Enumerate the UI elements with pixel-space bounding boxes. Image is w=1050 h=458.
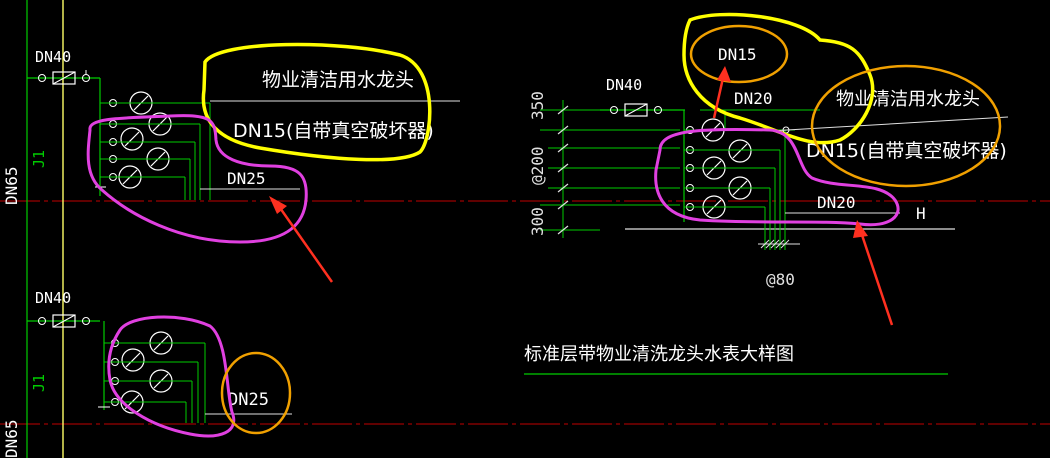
riser-id-label-top: J1 bbox=[30, 150, 48, 168]
callout-text-faucet: 物业清洁用水龙头 bbox=[262, 69, 414, 91]
dim-slash bbox=[760, 239, 770, 249]
dim-slash bbox=[557, 125, 569, 135]
highlight-magenta-loop-left-top bbox=[86, 114, 308, 244]
water-meter-diagonal bbox=[52, 314, 76, 328]
valve-icon bbox=[38, 317, 46, 325]
riser-size-label-bottom: DN65 bbox=[2, 419, 21, 458]
dim-slash bbox=[557, 200, 569, 210]
highlight-orange-circle-dn15 bbox=[689, 24, 789, 84]
dim-slash bbox=[557, 183, 569, 193]
axis-lines bbox=[0, 200, 1050, 425]
highlight-yellow-ellipse-left bbox=[201, 42, 432, 162]
dim-slash bbox=[557, 105, 569, 115]
red-arrow-right-bottom bbox=[853, 220, 894, 326]
water-meter-diagonal bbox=[624, 103, 648, 117]
water-meter-icon bbox=[52, 71, 76, 85]
red-arrow-left bbox=[269, 196, 334, 283]
left-risers bbox=[26, 0, 64, 458]
valve-icon bbox=[82, 74, 90, 82]
pipe-size-dn25-bottom: DN25 bbox=[228, 390, 269, 410]
meter-group bbox=[120, 331, 173, 414]
valve-icon bbox=[654, 106, 662, 114]
dim-slashes bbox=[557, 105, 569, 235]
dim-slash bbox=[557, 225, 569, 235]
valve-icon bbox=[610, 106, 618, 114]
water-meter-icon bbox=[52, 314, 76, 328]
meter-needle bbox=[732, 143, 748, 159]
pipe-size-dn40-bottom: DN40 bbox=[35, 289, 71, 307]
pipe-size-dn40-right: DN40 bbox=[606, 76, 642, 94]
highlight-orange-ellipse-callout bbox=[810, 64, 1002, 188]
dim-slash bbox=[770, 239, 780, 249]
dimension-ladder bbox=[540, 100, 680, 238]
highlight-orange-circle-dn25 bbox=[220, 351, 292, 435]
callout-text-faucet-right: 物业清洁用水龙头 bbox=[836, 89, 980, 110]
meter-needle bbox=[124, 131, 140, 147]
arrow-head bbox=[269, 196, 287, 214]
dim-slash bbox=[775, 239, 785, 249]
drawing-title: 标准层带物业清洗龙头水表大样图 bbox=[524, 344, 794, 365]
dim-label-350: 350 bbox=[528, 91, 547, 120]
pipe-size-dn20-lower: DN20 bbox=[817, 193, 856, 212]
dim-slash bbox=[557, 143, 569, 153]
branch-lines bbox=[100, 102, 211, 200]
pipe-size-dn20-upper: DN20 bbox=[734, 89, 773, 108]
water-meter-dial-icon bbox=[728, 139, 752, 163]
callout-leader bbox=[769, 116, 1009, 132]
arrow-head bbox=[853, 220, 868, 238]
arrow-shaft bbox=[276, 204, 334, 283]
callout-text-dn15-right: DN15(自带真空破坏器) bbox=[806, 140, 1007, 162]
pipe-size-dn40-top: DN40 bbox=[35, 48, 71, 66]
riser-size-label-top: DN65 bbox=[2, 166, 21, 205]
bottom-dim-ticks bbox=[758, 239, 800, 249]
meter-needle bbox=[125, 352, 141, 368]
pipe-size-dn15: DN15 bbox=[718, 45, 757, 64]
dim-slash bbox=[765, 239, 775, 249]
water-meter-icon bbox=[624, 103, 648, 117]
small-valves bbox=[109, 99, 117, 181]
callout-text-dn15: DN15(自带真空破坏器) bbox=[233, 120, 434, 142]
dim-label-80: @80 bbox=[766, 270, 795, 289]
dim-label-200: @200 bbox=[528, 146, 547, 185]
arrow-shaft bbox=[712, 77, 725, 119]
red-arrow-right-top bbox=[712, 66, 731, 119]
right-assembly: 350 @200 300 DN40 bbox=[528, 45, 1009, 289]
dim-label-300: 300 bbox=[528, 207, 547, 236]
riser-id-label-bottom: J1 bbox=[30, 374, 48, 392]
dim-slash bbox=[780, 239, 790, 249]
water-meter-dial-icon bbox=[121, 348, 145, 372]
dim-slash bbox=[557, 163, 569, 173]
highlight-magenta-loop-left-bottom bbox=[107, 315, 236, 438]
highlight-yellow-loop-right bbox=[682, 12, 875, 145]
water-meter-diagonal bbox=[52, 71, 76, 85]
valve-icon bbox=[38, 74, 46, 82]
arrow-head bbox=[717, 66, 731, 82]
water-meter-dial-icon bbox=[120, 127, 144, 151]
meter-group bbox=[118, 91, 172, 189]
left-bottom-assembly: DN40 bbox=[27, 289, 292, 423]
elevation-mark-h: H bbox=[916, 204, 926, 223]
highlight-magenta-loop-right bbox=[654, 127, 900, 227]
arrow-shaft bbox=[859, 231, 894, 326]
branch-lines bbox=[104, 342, 206, 423]
valve-icon bbox=[82, 317, 90, 325]
pipe-size-dn25-top: DN25 bbox=[227, 169, 266, 188]
left-top-assembly: DN40 bbox=[27, 48, 460, 200]
